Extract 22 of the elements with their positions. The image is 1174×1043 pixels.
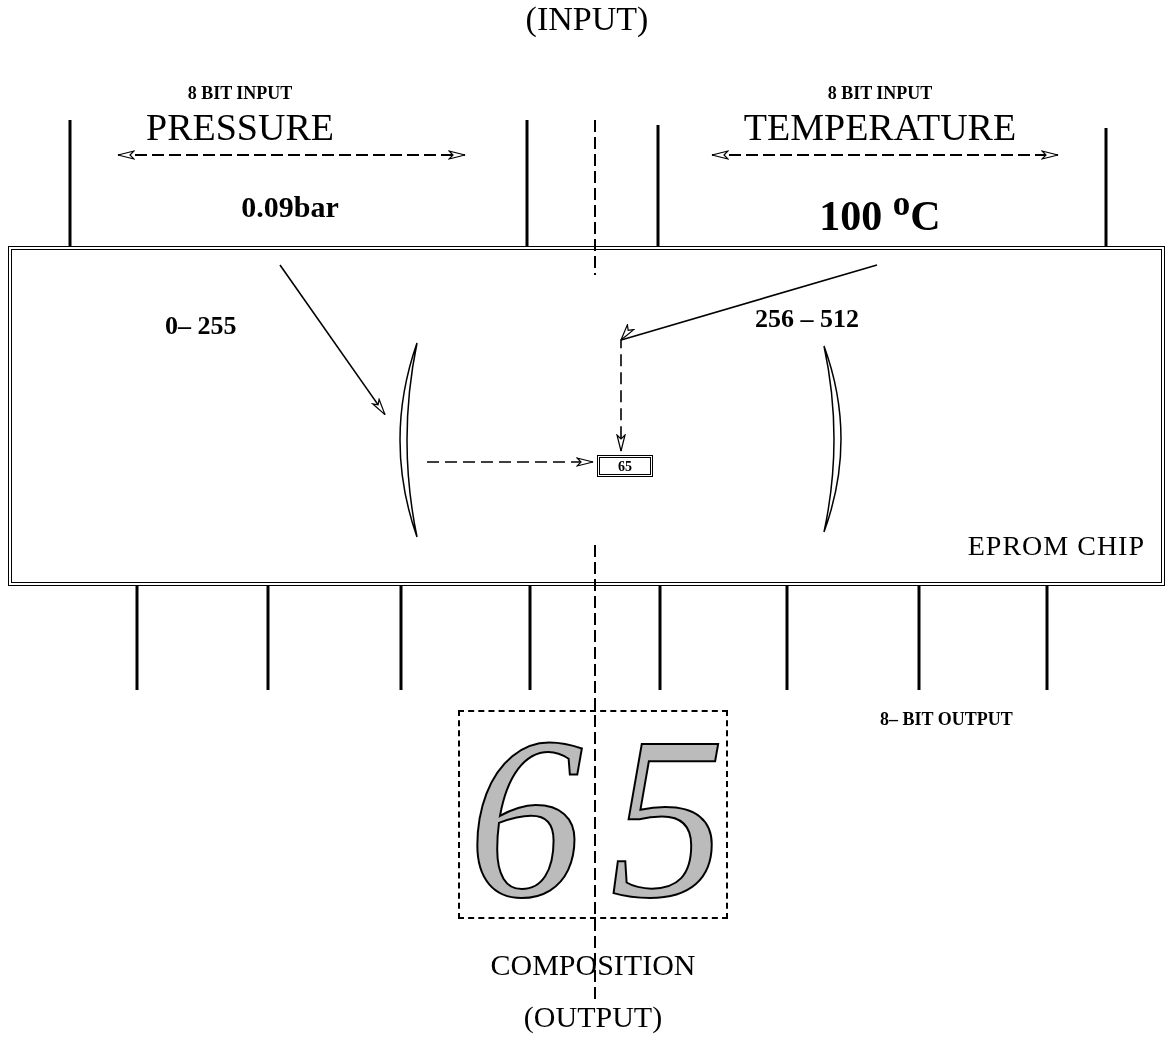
heading: (INPUT) (524, 2, 650, 36)
heading: PRESSURE (145, 108, 335, 146)
output-label: (OUTPUT) (522, 1002, 664, 1032)
chip-label: EPROM CHIP (967, 532, 1145, 560)
arrow (426, 457, 594, 467)
digit: 6 (468, 704, 583, 934)
value-label: 100 $^{o}$C (818, 186, 942, 237)
heading: TEMPERATURE (742, 108, 1018, 146)
chip-box (8, 246, 1165, 586)
input-label: 8 BIT INPUT (186, 84, 294, 102)
value-label: 65 (617, 460, 633, 474)
output-display-box (458, 710, 728, 919)
output-label: 8– BIT OUTPUT (880, 710, 1013, 728)
input-label: 8 BIT INPUT (826, 84, 934, 102)
output-label: COMPOSITION (489, 950, 697, 980)
edge-label: 256 – 512 (755, 306, 859, 332)
value-box (597, 455, 653, 477)
arrow (279, 264, 386, 416)
value-label: 0.09bar (240, 192, 340, 222)
arrow (616, 264, 878, 452)
edge-label: 0– 255 (165, 313, 237, 339)
digit: 5 (610, 704, 725, 934)
